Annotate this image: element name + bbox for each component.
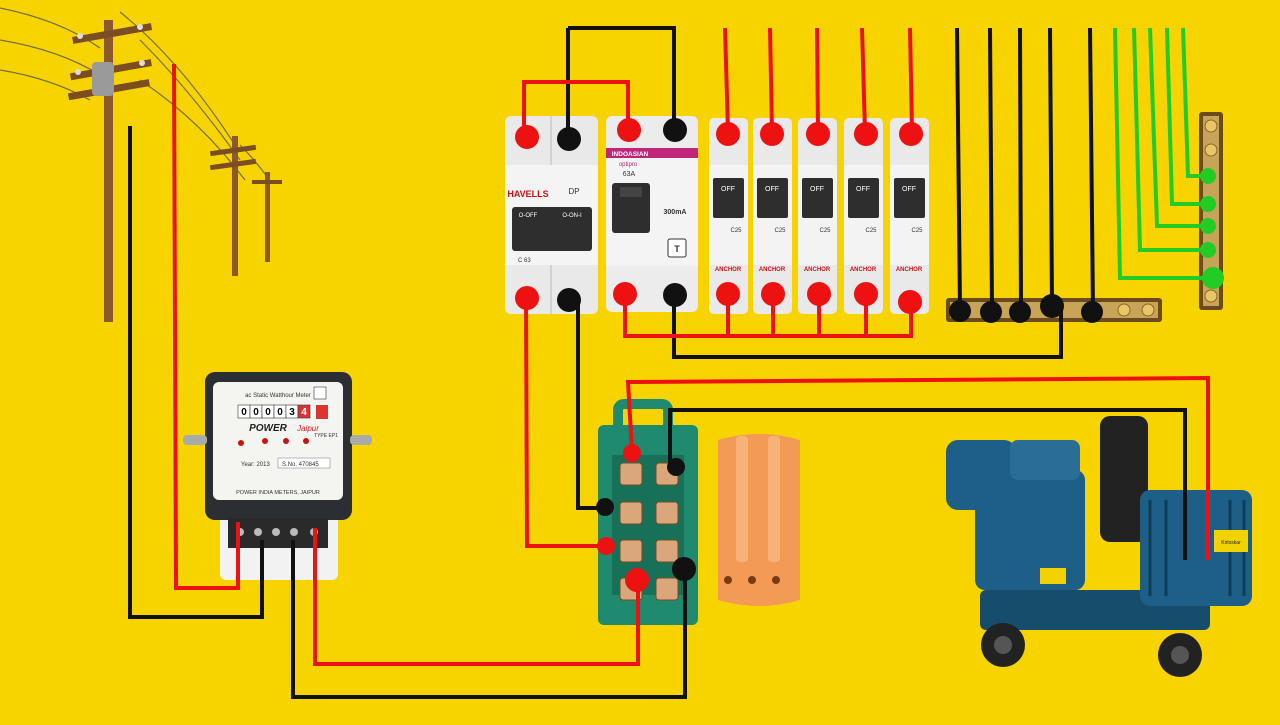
dp-mcb-on-label: O-ON-I <box>562 213 582 219</box>
utility-poles <box>0 7 282 322</box>
dp-mcb-brand: HAVELLS <box>507 189 548 199</box>
sp-mcb-rating: C25 <box>911 228 923 234</box>
rccb-brand-band <box>606 148 698 158</box>
sp-mcb-brand: ANCHOR <box>850 267 877 273</box>
sp-mcb-4: OFF C25 ANCHOR <box>844 118 883 314</box>
sp-mcb-rating: C25 <box>865 228 877 234</box>
alternator <box>1140 490 1252 606</box>
meter-type: TYPE EP1 <box>314 433 338 439</box>
dp-mcb-off-label: O-OFF <box>519 213 538 219</box>
reading-digit: 3 <box>289 407 295 418</box>
sp-mcb-brand: ANCHOR <box>715 267 742 273</box>
rccb-sensitivity: 300mA <box>664 209 687 216</box>
sp-mcb-1: OFF C25 ANCHOR <box>709 118 748 314</box>
sp-mcb-toggle[interactable] <box>757 178 788 218</box>
sp-mcb-brand: ANCHOR <box>896 267 923 273</box>
meter-serial: S.No. 470845 <box>282 462 319 468</box>
rccb-rating: 63A <box>623 171 636 178</box>
sp-mcb-toggle[interactable] <box>894 178 925 218</box>
meter-indicator-leds <box>238 438 309 446</box>
sp-mcb-toggle[interactable] <box>848 178 879 218</box>
reading-digit: 0 <box>253 407 259 418</box>
meter-header: ac Static Watthour Meter <box>245 393 311 399</box>
reading-digit: 0 <box>241 407 247 418</box>
meter-maker: POWER INDIA METERS, JAIPUR <box>236 490 320 496</box>
dp-mcb-toggle[interactable] <box>512 207 592 251</box>
meter-face <box>213 382 343 500</box>
meter-year: Year: 2013 <box>241 462 270 468</box>
distant-pole-1 <box>209 136 257 276</box>
reading-digit: 0 <box>277 407 283 418</box>
sp-mcb-5: OFF C25 ANCHOR <box>890 118 929 314</box>
sp-mcb-off-label: OFF <box>902 186 916 193</box>
sp-mcb-rating: C25 <box>819 228 831 234</box>
phase-wires <box>172 27 1210 666</box>
rccb-test-label: T <box>674 244 680 254</box>
sp-mcb-toggle[interactable] <box>713 178 744 218</box>
rccb-test-button[interactable] <box>667 238 687 258</box>
sp-mcb-off-label: OFF <box>810 186 824 193</box>
sp-mcb-toggle[interactable] <box>802 178 833 218</box>
distant-pole-2 <box>252 172 282 262</box>
meter-brand: POWER <box>249 423 288 434</box>
sp-mcb-brand: ANCHOR <box>804 267 831 273</box>
sp-mcb-row: OFF C25 ANCHOR OFF C25 ANCHOR OFF C25 AN… <box>709 118 929 314</box>
dp-mcb: HAVELLS DP O-OFF O-ON-I C 63 <box>505 116 598 314</box>
transformer-icon <box>92 62 114 96</box>
reading-digit: 0 <box>265 407 271 418</box>
terminal-dots <box>515 118 1224 592</box>
main-utility-pole <box>67 20 153 322</box>
meter-brand-script: Jaipur <box>296 424 319 433</box>
sp-mcb-rating: C25 <box>774 228 786 234</box>
meter-reading: 0 0 0 0 3 4 <box>237 404 311 419</box>
sp-mcb-3: OFF C25 ANCHOR <box>798 118 837 314</box>
rccb: INDOASIAN optipro 63A 300mA T <box>606 116 698 312</box>
sp-mcb-brand: ANCHOR <box>759 267 786 273</box>
generator-badge: Kirloskar <box>1221 540 1241 546</box>
earth-wires <box>1113 27 1212 280</box>
dp-mcb-rating: C 63 <box>518 258 531 264</box>
sp-mcb-off-label: OFF <box>721 186 735 193</box>
reading-digit: 4 <box>301 407 307 418</box>
sp-mcb-2: OFF C25 ANCHOR <box>753 118 792 314</box>
sp-mcb-rating: C25 <box>730 228 742 234</box>
generator-muffler <box>1100 416 1148 542</box>
dp-mcb-type: DP <box>568 187 579 196</box>
changeover-handle-cover[interactable] <box>718 434 800 606</box>
sp-mcb-off-label: OFF <box>765 186 779 193</box>
rccb-brand: INDOASIAN <box>612 151 649 158</box>
energy-meter: ac Static Watthour Meter 0 0 0 0 3 4 POW… <box>183 372 372 580</box>
rccb-model: optipro <box>619 162 638 168</box>
generator: Kirloskar <box>946 416 1252 677</box>
neutral-wires <box>128 26 1187 699</box>
sp-mcb-off-label: OFF <box>856 186 870 193</box>
